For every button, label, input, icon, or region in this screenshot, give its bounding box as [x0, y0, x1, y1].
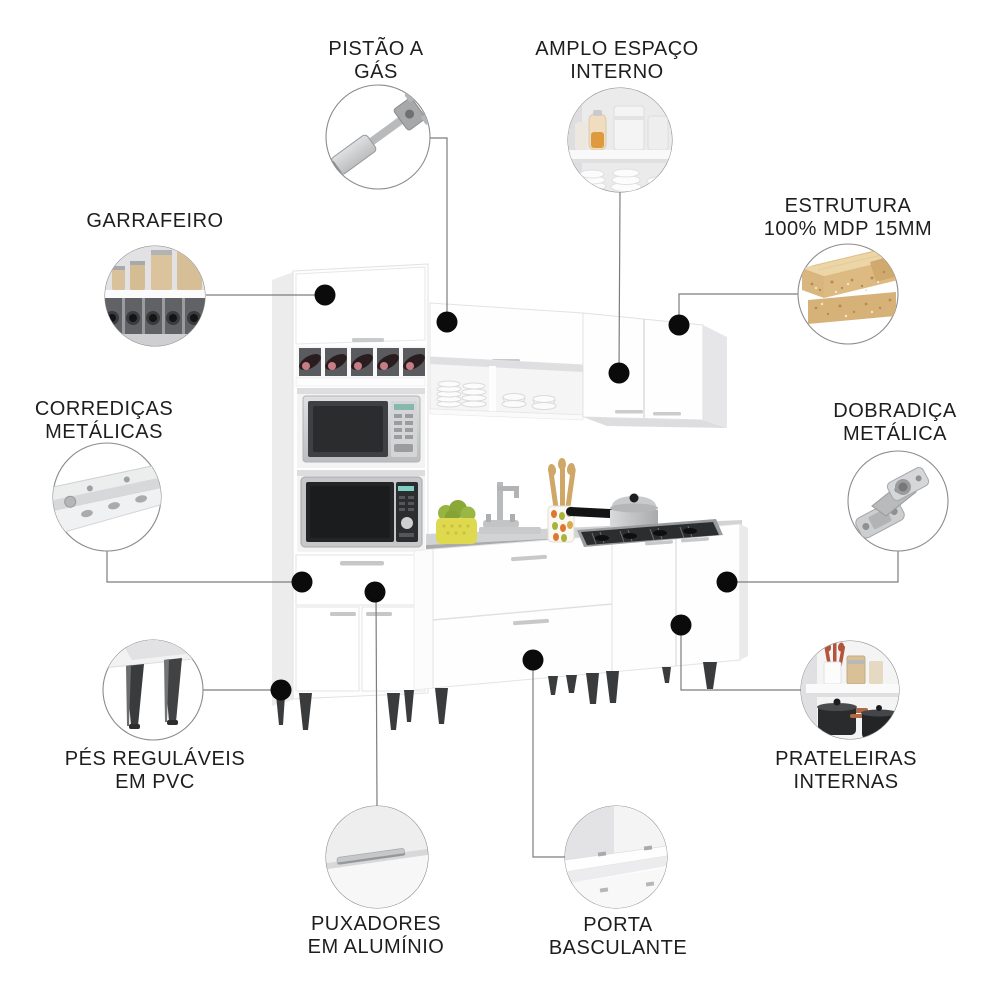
gas-cooktop [577, 519, 723, 547]
internal-shelves-icon [800, 640, 900, 740]
drawer-handle [511, 554, 547, 562]
dot-dobradica [716, 571, 738, 593]
callout-label-pes-regulaveis: PÉS REGULÁVEIS EM PVC [64, 748, 246, 793]
callout-label-prateleiras-internas: PRATELEIRAS INTERNAS [775, 748, 917, 793]
gas-piston-icon [325, 84, 437, 190]
tall-cabinet-door [295, 606, 360, 692]
faucet [479, 482, 541, 534]
stacked-plates [436, 380, 557, 410]
bottle-rack-icon [104, 245, 206, 347]
microwave-dark [300, 476, 423, 548]
open-shelf-space-icon [567, 87, 673, 193]
top-door-handle [352, 338, 384, 342]
metal-hinge-icon [847, 450, 949, 552]
wall-door-handle [615, 410, 643, 414]
fruit-basket [436, 500, 477, 544]
cabinet-feet [276, 693, 400, 730]
utensil-cup [547, 458, 576, 543]
callout-label-amplo-espaco-interno: AMPLO ESPAÇO INTERNO [535, 38, 699, 83]
wine-rack [295, 346, 426, 387]
base-cabinets [404, 520, 748, 724]
cabinet-feet [435, 662, 717, 724]
wine-bottles [299, 354, 425, 370]
dot-prateleiras [670, 614, 692, 636]
drawer-handle [513, 618, 549, 626]
dot-puxadores [364, 581, 386, 603]
drawer-slide-icon [44, 442, 172, 552]
dot-pes-regulaveis [270, 679, 292, 701]
callout-label-puxadores-aluminio: PUXADORES EM ALUMÍNIO [307, 913, 445, 958]
callout-label-estrutura-mdp: ESTRUTURA 100% MDP 15MM [763, 195, 933, 240]
tall-cabinet [272, 263, 429, 730]
callout-label-pistao-a-gas: PISTÃO A GÁS [328, 38, 424, 83]
callout-label-porta-basculante: PORTA BASCULANTE [548, 914, 688, 959]
callout-label-corredicas-metalicas: CORREDIÇAS METÁLICAS [34, 398, 174, 443]
counter-accessories [436, 458, 723, 547]
wall-door-handle [653, 412, 681, 416]
aluminum-handle-icon [319, 799, 435, 915]
door-handle [330, 612, 356, 616]
dot-corredicas [291, 571, 313, 593]
flip-door-icon [564, 805, 668, 909]
callout-label-garrafeiro: GARRAFEIRO [86, 210, 224, 232]
microwave-silver [302, 395, 421, 463]
pvc-feet-icon [102, 639, 204, 741]
mdp-board-icon [797, 243, 899, 345]
dot-pistao-a-gas [436, 311, 458, 333]
door-handle [681, 537, 709, 543]
callout-dots [270, 284, 738, 701]
dot-amplo-espaco [608, 362, 630, 384]
dot-garrafeiro [314, 284, 336, 306]
door-handle [366, 612, 392, 616]
callout-label-dobradica-metalica: DOBRADIÇA METÁLICA [833, 400, 957, 445]
door-handle [645, 540, 673, 546]
wall-cabinet [429, 302, 727, 428]
drawer-handle [340, 561, 384, 566]
dot-estrutura-mdp [668, 314, 690, 336]
dot-porta-basculante [522, 649, 544, 671]
